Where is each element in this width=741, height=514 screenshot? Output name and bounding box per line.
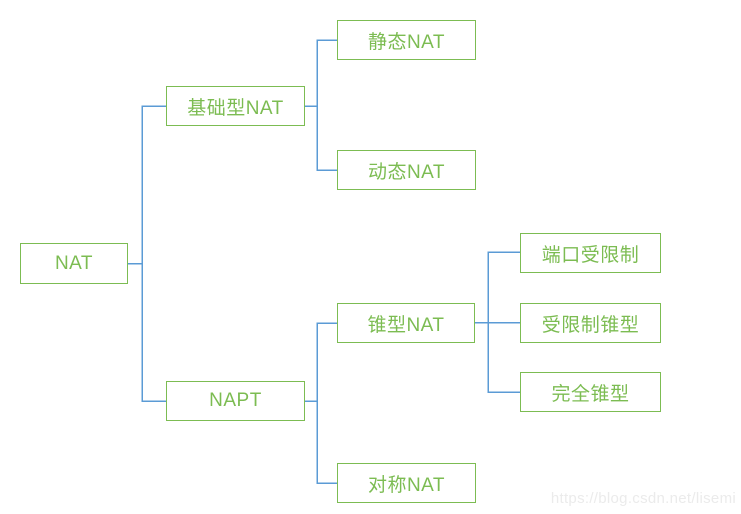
connector-napt-bracket [316,322,337,484]
node-restricted-cone: 受限制锥型 [520,303,661,343]
connector-cone-nat-bracket [487,251,520,393]
node-napt: NAPT [166,381,305,421]
node-nat: NAT [20,243,128,284]
connector-nat-bracket [141,105,166,402]
node-basic-nat: 基础型NAT [166,86,305,126]
connector-basic-nat-bracket [316,39,337,171]
node-cone-nat: 锥型NAT [337,303,475,343]
node-full-cone: 完全锥型 [520,372,661,412]
node-port-restricted: 端口受限制 [520,233,661,273]
node-symmetric-nat: 对称NAT [337,463,476,503]
csdn-watermark: https://blog.csdn.net/lisemi [550,490,736,507]
node-dynamic-nat: 动态NAT [337,150,476,190]
node-static-nat: 静态NAT [337,20,476,60]
